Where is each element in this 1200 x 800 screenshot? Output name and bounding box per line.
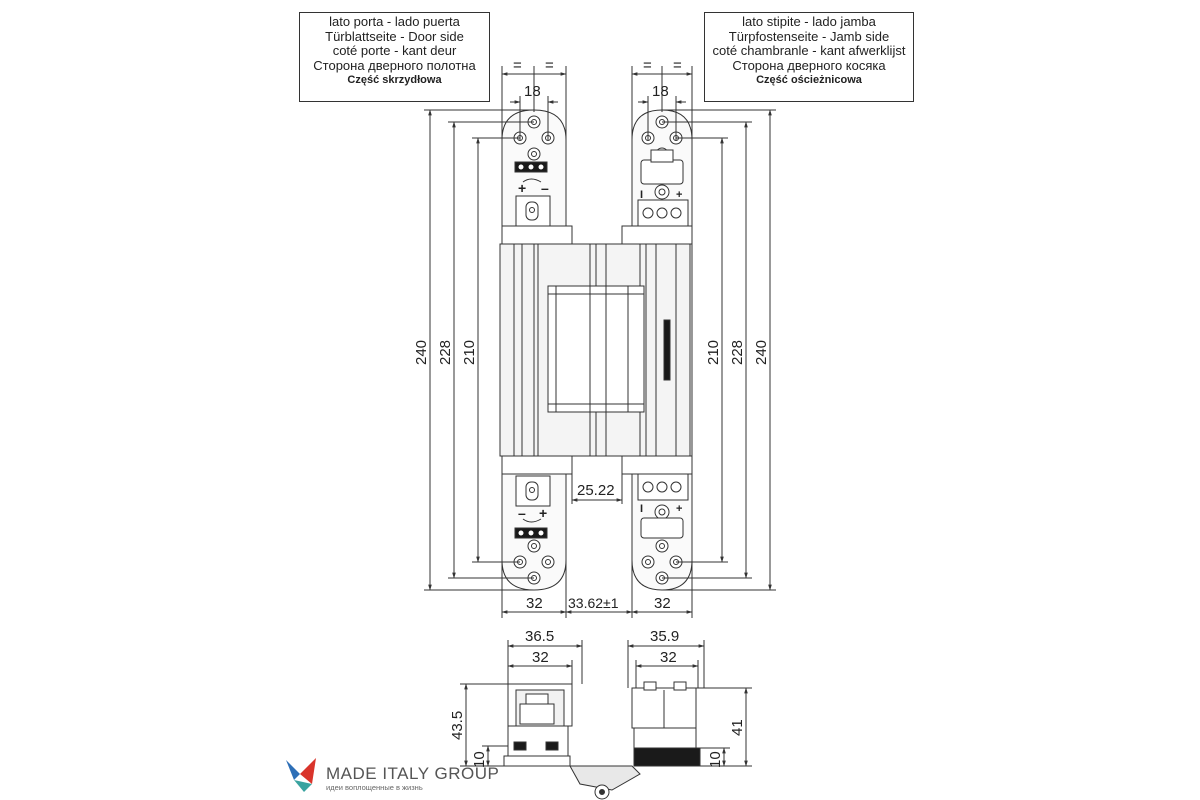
front-dim-texts: = = = = 18 18 240 228 210 210 228 240 25… (413, 57, 770, 612)
svg-text:+: + (676, 189, 682, 201)
door-height-dim: 43.5 (449, 711, 466, 740)
right-height-dims (662, 109, 776, 591)
svg-text:I: I (640, 189, 643, 201)
jamb-side-line-4: Сторона дверного косяка (732, 57, 886, 73)
jamb-band-top (621, 225, 693, 245)
svg-text:+: + (539, 505, 547, 521)
jamb-side-line-1: lato stipite - lado jamba (742, 14, 876, 29)
jamb-side-line-2: Türpfostenseite - Jamb side (728, 28, 890, 44)
height-210-left: 210 (461, 340, 478, 365)
eq-mark-3: = (643, 57, 652, 74)
jamb-body-width: 32 (654, 595, 671, 612)
jamb-plate-width: 18 (652, 83, 669, 100)
door-side-line-2: Türblattseite - Door side (325, 28, 464, 44)
door-side-line-3: coté porte - kant deur (332, 43, 457, 58)
door-adjuster-bottom: – + (514, 475, 551, 539)
door-side-line-1: lato porta - lado puerta (329, 14, 460, 29)
eq-mark-4: = (673, 57, 682, 74)
height-228-left: 228 (437, 340, 454, 365)
jamb-height-dim: 41 (729, 719, 746, 736)
door-adjuster-top: + – (514, 161, 551, 227)
door-base-dim: 10 (471, 751, 488, 768)
jamb-side-label: lato stipite - lado jamba Türpfostenseit… (704, 12, 914, 102)
logo-name: MADE ITALY GROUP (326, 764, 500, 783)
height-240-right: 240 (753, 340, 770, 365)
jamb-adjuster-top: I + (637, 149, 689, 227)
top-width-dims (501, 66, 693, 140)
door-side-label: lato porta - lado puerta Türblattseite -… (299, 12, 490, 102)
jamb-adjuster-bottom: I + (637, 473, 689, 539)
door-side-line-5: Część skrzydłowa (347, 74, 442, 86)
jamb-side-line-5: Część ościeżnicowa (756, 74, 862, 86)
svg-text:+: + (676, 503, 682, 515)
jamb-side-line-3: coté chambranle - kant afwerklijst (712, 43, 906, 58)
door-band-bottom (501, 455, 573, 475)
left-height-dims (424, 109, 534, 591)
bottom-width-dims (501, 456, 693, 618)
side-view (460, 640, 752, 800)
eq-mark-2: = (545, 57, 554, 74)
center-gap: 33.62±1 (568, 595, 619, 611)
door-plate-width: 18 (524, 83, 541, 100)
jamb-depth-body: 32 (660, 649, 677, 666)
logo-mark (286, 758, 316, 792)
door-band-top (501, 225, 573, 245)
jamb-section (631, 681, 701, 767)
jamb-band-bottom (621, 455, 693, 475)
svg-text:+: + (518, 180, 526, 196)
hinge-arm (569, 765, 641, 791)
door-depth-total: 36.5 (525, 628, 554, 645)
jamb-depth-total: 35.9 (650, 628, 679, 645)
door-depth-body: 32 (532, 649, 549, 666)
door-section (503, 683, 573, 767)
front-view: + – – + I + (424, 66, 776, 618)
jamb-plate-screws (641, 115, 683, 585)
jamb-base-dim: 10 (707, 751, 724, 768)
svg-text:–: – (518, 505, 526, 521)
svg-text:–: – (541, 180, 549, 196)
height-228-right: 228 (729, 340, 746, 365)
height-210-right: 210 (705, 340, 722, 365)
door-body-width: 32 (526, 595, 543, 612)
side-dim-texts: 36.5 32 35.9 32 43.5 10 41 10 (449, 628, 746, 768)
svg-text:I: I (640, 503, 643, 515)
logo-tagline: идеи воплощенные в жизнь (326, 783, 423, 792)
offset-dim: 25.22 (577, 482, 615, 499)
height-240-left: 240 (413, 340, 430, 365)
eq-mark-1: = (513, 57, 522, 74)
door-side-line-4: Сторона дверного полотна (313, 57, 476, 73)
hinge-body (499, 243, 691, 457)
